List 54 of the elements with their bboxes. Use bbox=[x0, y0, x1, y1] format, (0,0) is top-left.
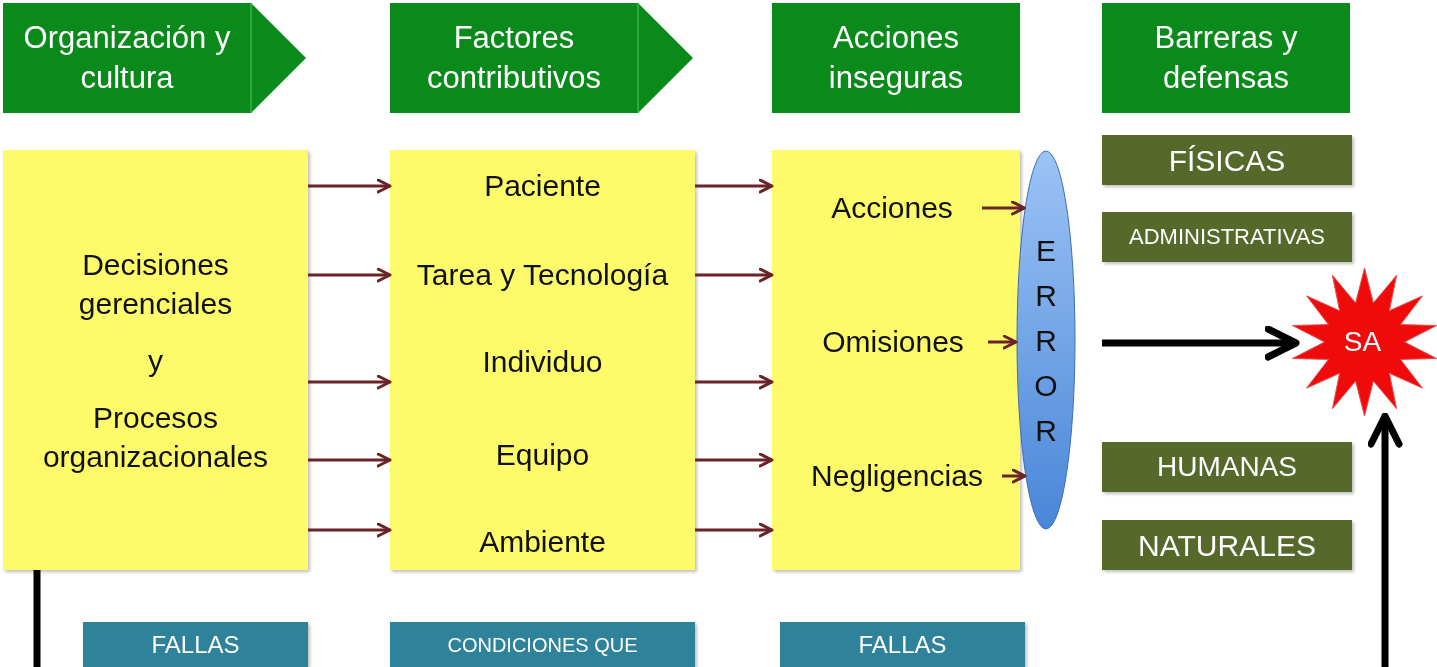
barrier-box bbox=[1102, 212, 1352, 262]
arrow bbox=[982, 200, 1026, 216]
arrow bbox=[988, 334, 1018, 350]
list-item: Individuo bbox=[390, 342, 695, 382]
node-label: FALLAS bbox=[151, 629, 240, 660]
category-box bbox=[83, 622, 308, 667]
arrow bbox=[695, 374, 774, 390]
vertical-label: ERROR bbox=[1033, 232, 1059, 449]
arrow bbox=[1002, 468, 1027, 484]
barrier-box bbox=[1102, 442, 1352, 492]
node-label: Acciones inseguras bbox=[827, 18, 965, 97]
chevron-shape bbox=[390, 3, 693, 113]
list-item: Omisiones bbox=[798, 322, 988, 362]
list-item: Paciente bbox=[390, 166, 695, 206]
process-box bbox=[3, 150, 308, 570]
arrow bbox=[695, 178, 774, 194]
node-label: Organización y cultura bbox=[22, 18, 232, 97]
node-label: Factores contributivos bbox=[426, 18, 602, 97]
list-item: Equipo bbox=[390, 435, 695, 475]
node-label: FÍSICAS bbox=[1168, 142, 1286, 179]
arrow bbox=[695, 267, 774, 283]
header-box bbox=[772, 3, 1020, 113]
list-item: Tarea y Tecnología bbox=[390, 255, 695, 295]
category-box bbox=[780, 622, 1025, 667]
arrow bbox=[695, 452, 774, 468]
arrow bbox=[308, 522, 392, 538]
arrow bbox=[308, 178, 392, 194]
chevron-shape bbox=[3, 3, 306, 113]
list-item: Acciones bbox=[802, 188, 982, 228]
node-label: NATURALES bbox=[1138, 527, 1316, 564]
node-label: Procesos organizacionales bbox=[41, 399, 270, 475]
category-box bbox=[390, 622, 695, 667]
node-label: Decisiones gerenciales bbox=[77, 246, 234, 322]
list-item: Negligencias bbox=[792, 456, 1002, 496]
barrier-box bbox=[1102, 520, 1352, 570]
arrow bbox=[695, 522, 774, 538]
barrier-box bbox=[1102, 135, 1352, 185]
node-label: CONDICIONES QUE bbox=[447, 632, 638, 658]
arrow bbox=[308, 267, 392, 283]
header-box bbox=[1102, 3, 1350, 113]
error-ellipse bbox=[1016, 150, 1076, 530]
node-label: y bbox=[148, 342, 163, 379]
node-label: HUMANAS bbox=[1157, 449, 1297, 484]
node-label: SA bbox=[1343, 324, 1382, 359]
process-box bbox=[390, 150, 695, 570]
list-item: Ambiente bbox=[390, 522, 695, 562]
node-label: ADMINISTRATIVAS bbox=[1129, 222, 1325, 251]
node-label: Barreras y defensas bbox=[1153, 18, 1299, 97]
process-box bbox=[772, 150, 1020, 570]
node-label: FALLAS bbox=[858, 629, 947, 660]
arrow bbox=[308, 452, 392, 468]
arrow bbox=[1367, 412, 1403, 667]
arrow bbox=[308, 374, 392, 390]
connector-line bbox=[33, 570, 41, 667]
